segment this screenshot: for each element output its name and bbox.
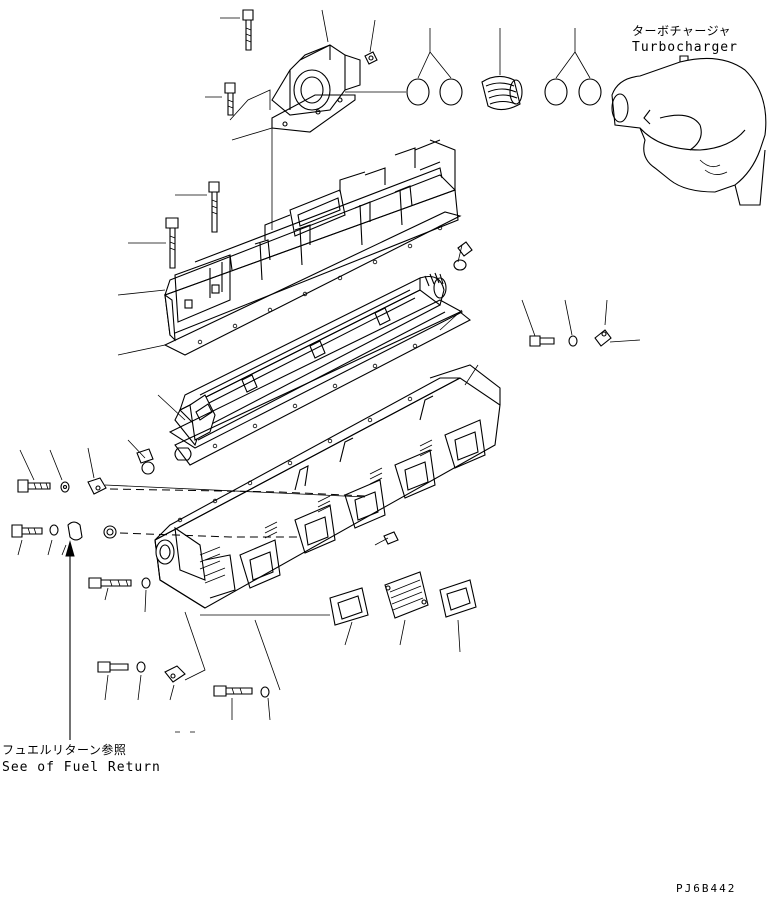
upper-gasket [163,211,462,356]
lower-bolt-3 [213,685,270,698]
fastener-row-1 [17,477,107,495]
port-gasket-left [329,587,369,626]
leader-lines [17,9,641,733]
turbocharger-drawing [611,55,767,206]
lower-bolt-2 [97,661,186,683]
turbocharger-label-jp: ターボチャージャ [632,24,732,38]
fuel-return-label-en: See of Fuel Return [2,760,161,775]
fastener-row-2 [11,521,117,541]
fuel-return-arrow [65,540,75,740]
port-gasket-right [439,579,477,618]
bellows-joint [481,75,523,111]
alignment-line-2 [119,532,300,538]
port-flange-center [384,571,429,619]
aftercooler-gasket [168,299,464,449]
cap-oring [453,241,473,271]
fuel-return-label-jp: フュエルリターン参照 [2,743,127,757]
upper-manifold [164,139,459,342]
upper-bolt-1 [208,181,220,233]
turbocharger-label-en: Turbocharger [632,40,738,55]
outlet-elbow [271,44,361,116]
plug-small [364,51,378,65]
side-fasteners-right [529,329,612,347]
drawing-code: PJ6B442 [676,882,737,895]
seal-rings [406,78,602,106]
lower-bolt-1 [88,577,151,589]
end-plug-assembly [136,447,192,475]
top-bolt-2 [224,82,236,116]
aftercooler-lower-gasket [174,311,472,466]
top-bolt-1 [242,9,254,51]
upper-bolt-2 [165,217,179,269]
alignment-line-1 [109,488,366,497]
exhaust-manifold [154,364,501,609]
small-nut [383,531,399,545]
